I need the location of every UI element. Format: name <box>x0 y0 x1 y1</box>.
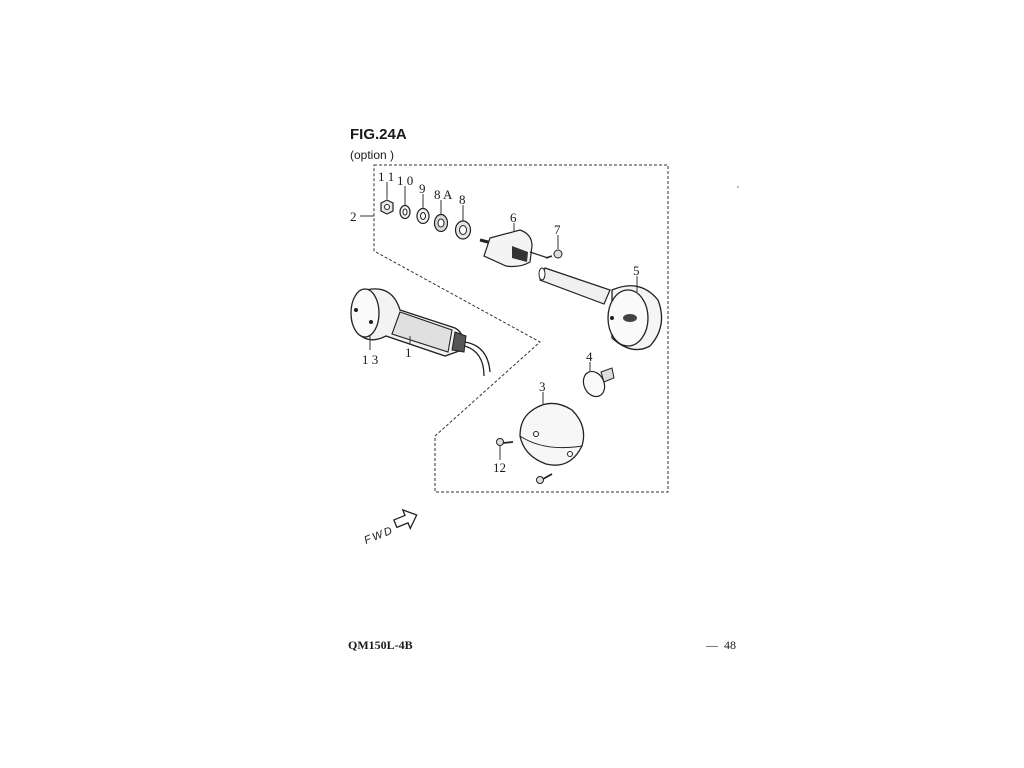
page-dash: — <box>706 638 718 652</box>
nut-11 <box>380 199 394 215</box>
callout-8: 8 <box>459 192 466 207</box>
model-number: QM150L-4B <box>348 638 413 652</box>
washer-9 <box>416 207 430 225</box>
screw-7 <box>545 249 563 259</box>
callout-4: 4 <box>586 349 593 364</box>
forward-direction-indicator: FWD <box>363 508 418 547</box>
callout-9: 9 <box>419 181 426 196</box>
callout-8a: 8 A <box>434 187 453 202</box>
page-number: 48 <box>724 638 736 652</box>
lens-3 <box>519 402 585 466</box>
screw-12b <box>536 473 553 484</box>
figure-subtitle: (option ) <box>350 148 395 162</box>
callout-11: 1 1 <box>378 169 394 184</box>
callout-12: 12 <box>493 460 506 475</box>
callout-6: 6 <box>510 210 517 225</box>
mount-bracket-6 <box>479 229 549 268</box>
lamp-housing-5 <box>538 267 663 351</box>
page-number-area: — 48 <box>706 638 736 653</box>
callout-10: 1 0 <box>397 173 413 188</box>
callout-1: 1 <box>405 345 412 360</box>
bulb-4 <box>582 367 615 398</box>
callout-7: 7 <box>554 222 561 237</box>
callout-3: 3 <box>539 379 546 394</box>
grommet-8 <box>454 220 472 240</box>
forward-arrow-icon <box>393 508 418 531</box>
turn-signal-assembly-1 <box>350 288 491 377</box>
screw-12a <box>496 438 514 446</box>
fwd-label: FWD <box>363 524 396 547</box>
figure-title: FIG.24A <box>350 126 407 143</box>
washer-8a <box>433 213 449 233</box>
assembly-group-border <box>373 164 669 493</box>
washer-10 <box>399 204 411 220</box>
callout-2: 2 <box>350 209 357 224</box>
callout-13: 1 3 <box>362 352 378 367</box>
callout-5: 5 <box>633 263 640 278</box>
